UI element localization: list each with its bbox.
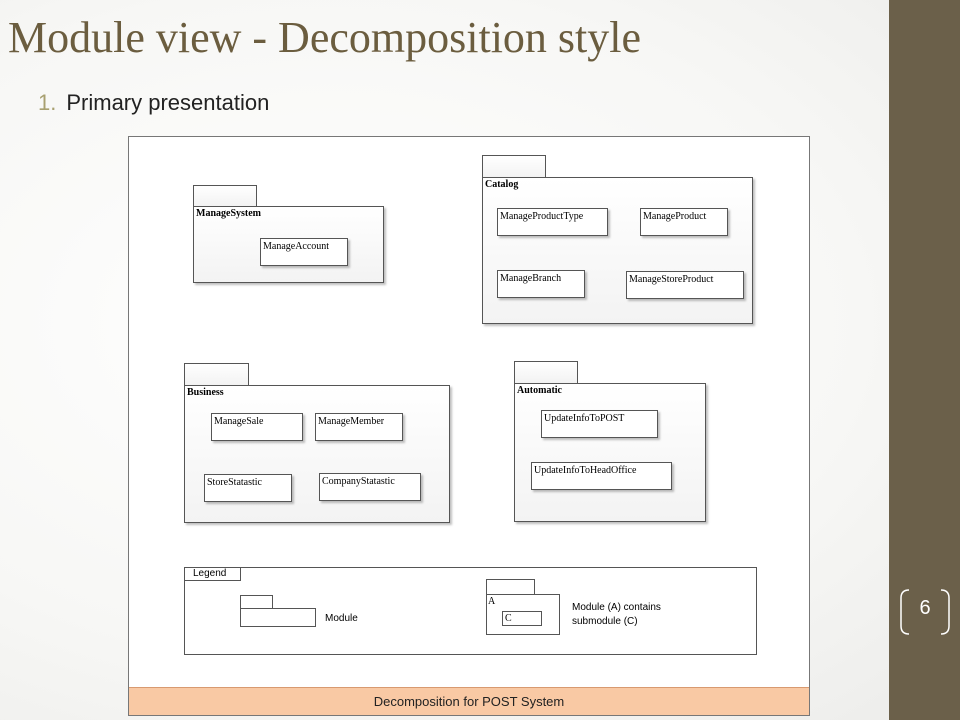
module-company-statastic: CompanyStatastic (319, 473, 421, 501)
bullet-number: 1. (38, 90, 57, 115)
decomposition-diagram: ManageSystem ManageAccount Catalog Manag… (128, 136, 810, 716)
package-automatic: Automatic (514, 383, 706, 522)
package-tab (193, 185, 257, 207)
module-manage-sale: ManageSale (211, 413, 303, 441)
bullet-item: 1. Primary presentation (38, 90, 269, 116)
package-tab (482, 155, 546, 178)
legend-container-tab (486, 579, 535, 595)
legend-contains-label-line2: submodule (C) (572, 616, 638, 627)
legend-title: Legend (184, 567, 241, 581)
bullet-text: Primary presentation (66, 90, 270, 115)
diagram-caption: Decomposition for POST System (129, 687, 809, 715)
package-catalog: Catalog (482, 177, 753, 324)
module-update-info-to-head-office: UpdateInfoToHeadOffice (531, 462, 672, 490)
page-number: 6 (919, 597, 931, 619)
legend-contains-label-line1: Module (A) contains (572, 602, 661, 613)
package-name: Catalog (485, 179, 519, 190)
module-manage-store-product: ManageStoreProduct (626, 271, 744, 299)
legend-module-icon (240, 608, 316, 627)
package-name: ManageSystem (196, 208, 261, 219)
legend-container-letter: A (488, 596, 496, 607)
package-name: Automatic (517, 385, 562, 396)
module-store-statastic: StoreStatastic (204, 474, 292, 502)
package-name: Business (187, 387, 224, 398)
module-manage-branch: ManageBranch (497, 270, 585, 298)
legend-submodule-icon (502, 611, 542, 626)
legend-module-label: Module (325, 613, 358, 624)
legend-module-tab (240, 595, 273, 609)
legend-sub-letter: C (505, 613, 512, 624)
package-tab (184, 363, 249, 386)
module-manage-member: ManageMember (315, 413, 403, 441)
package-tab (514, 361, 578, 384)
module-manage-product-type: ManageProductType (497, 208, 608, 236)
module-update-info-to-post: UpdateInfoToPOST (541, 410, 658, 438)
module-manage-product: ManageProduct (640, 208, 728, 236)
package-business: Business (184, 385, 450, 523)
module-manage-account: ManageAccount (260, 238, 348, 266)
slide-title: Module view - Decomposition style (8, 13, 642, 62)
page-bracket-icon (900, 589, 950, 635)
